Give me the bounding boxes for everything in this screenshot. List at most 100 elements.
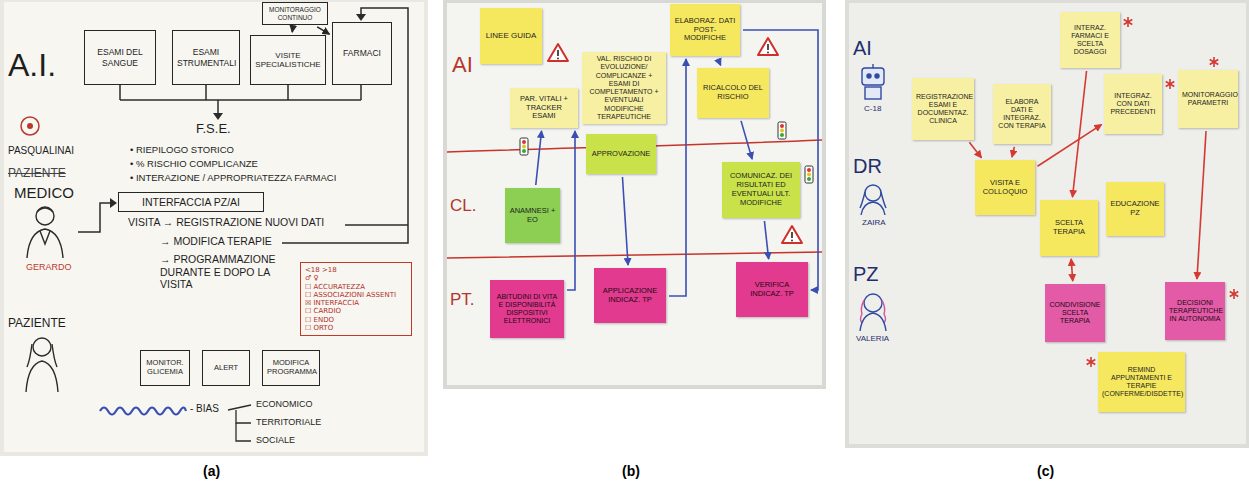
traffic-light-green: [807, 177, 811, 181]
node-text: LINEE GUIDA: [484, 31, 538, 40]
connector: [536, 131, 542, 185]
sticky-note: VISITA E COLLOQUIO: [975, 160, 1035, 215]
node-text: ESAMI STRUMENTALI: [177, 47, 235, 67]
bracket-line: [360, 85, 362, 100]
patient-icon: [26, 338, 58, 392]
lane-label: DR: [853, 154, 882, 178]
arrow-head: [213, 113, 223, 120]
ai-icon: [21, 117, 39, 135]
scribble: [100, 408, 186, 415]
sticky-note: LINEE GUIDA: [480, 8, 542, 64]
node-text: VISITE SPECIALISTICHE: [255, 51, 321, 70]
warning-triangle: [758, 38, 778, 55]
ai-icon-ring: [21, 117, 39, 135]
node-text: ☒ INTERFACCIA: [305, 299, 407, 307]
doctor-head: [36, 207, 54, 225]
node-text: ☐ CARDIO: [305, 307, 407, 315]
connector: [291, 28, 293, 32]
connector: [622, 177, 628, 265]
traffic-light-yellow: [807, 173, 811, 177]
sticky-note: RICALCOLO DEL RISCHIO: [697, 68, 769, 118]
node-text: INTERAZ. FARMACI E SCELTA DOSAGGI: [1064, 24, 1116, 57]
node-text: MONITORAGGIO PARAMETRI: [1182, 91, 1234, 108]
sticky-note: APPLICAZIONE INDICAZ. TP: [594, 268, 666, 323]
node-text: ☐ ACCURATEZZA: [305, 283, 407, 291]
robot-eye: [867, 74, 871, 78]
warning-icon: [758, 38, 778, 55]
actor-label: PAZIENTE: [8, 316, 66, 330]
bias-item: SOCIALE: [256, 435, 295, 446]
doctor-icon: [860, 185, 886, 215]
sticky-note: PAR. VITALI + TRACKER ESAMI: [510, 88, 578, 128]
bullet-item: • RIEPILOGO STORICO: [130, 144, 234, 155]
node-text: ELABORAZ. DATI POST-MODIFICHE: [674, 17, 736, 44]
traffic-light-green: [522, 149, 526, 153]
panel-caption: (c): [1037, 463, 1054, 480]
bracket-lines: [78, 8, 408, 243]
actor-name: PASQUALINAI: [8, 145, 74, 157]
warning-triangle: [548, 44, 568, 61]
sticky-note: CONDIVISIONE SCELTA TERAPIA: [1045, 284, 1105, 342]
node-text: VISITA E COLLOQUIO: [979, 179, 1031, 197]
lane-label: AI: [853, 36, 872, 60]
actor-name: C-18: [864, 104, 881, 114]
warning-mark: [557, 50, 559, 56]
flow-note: VISITA → REGISTRAZIONE NUOVI DATI: [128, 216, 324, 229]
warning-icon: [548, 44, 568, 61]
traffic-light: [778, 122, 786, 139]
traffic-light-body: [778, 122, 786, 139]
warning-triangle: [782, 226, 802, 243]
traffic-light: [520, 138, 528, 155]
bracket-line: [205, 85, 207, 100]
node-text: PAR. VITALI + TRACKER ESAMI: [514, 95, 574, 122]
node-text: <18 >18: [305, 266, 407, 274]
traffic-light-body: [520, 138, 528, 155]
connector: [1197, 131, 1206, 279]
paper-frame: [0, 0, 428, 456]
doctor-head: [865, 185, 881, 201]
connector: [969, 142, 981, 157]
struck-label: PAZIENTE: [8, 166, 66, 180]
panel-caption: (a): [203, 463, 220, 480]
node-text: APPLICAZIONE INDICAZ. TP: [598, 287, 662, 305]
doctor-arrow: [78, 203, 111, 232]
traffic-light-red: [807, 168, 811, 172]
lane-label: PZ: [853, 262, 879, 286]
star-mark: [1124, 17, 1133, 27]
sticky-note: INTEGRAZ. CON DATI PRECEDENTI: [1104, 74, 1162, 134]
patient-icon: [860, 294, 886, 331]
bias-item: TERRITORIALE: [256, 417, 321, 428]
node-text: ☐ ORTO: [305, 324, 407, 332]
lane-label: AI: [452, 52, 473, 78]
sticky-note: REGISTRAZIONE ESAMI E DOCUMENTAZ. CLINIC…: [912, 78, 974, 140]
traffic-light-body: [805, 166, 813, 183]
connector: [567, 131, 575, 290]
node-text: VERIFICA INDICAZ. TP: [740, 281, 804, 299]
warning-dot: [791, 240, 793, 242]
whiteboard: [447, 3, 822, 385]
patient-head: [33, 338, 51, 356]
node-text: ESAMI DEL SANGUE: [89, 47, 151, 67]
node-text: CONDIVISIONE SCELTA TERAPIA: [1049, 301, 1101, 326]
node-text: RICALCOLO DEL RISCHIO: [701, 84, 765, 102]
doctor-body: [861, 202, 885, 215]
sticky-note: SCELTA TERAPIA: [1040, 200, 1098, 256]
star-marks: [1087, 17, 1239, 367]
robot-icon: [862, 64, 884, 99]
patient-hair: [27, 344, 57, 367]
process-box: MONITORAGGIO CONTINUO: [262, 2, 328, 25]
node-text: INTERFACCIA PZ/AI: [123, 196, 259, 208]
connector: [764, 221, 768, 259]
warning-icon: [782, 226, 802, 243]
flow-note: → PROGRAMMAZIONE DURANTE E DOPO LA VISIT…: [160, 253, 296, 291]
ai-icon-eye: [27, 123, 33, 129]
sticky-note: VAL. RISCHIO DI EVOLUZIONE/ COMPLICANZE …: [582, 52, 666, 124]
traffic-light: [805, 166, 813, 183]
checklist-box: <18 >18♂ ♀☐ ACCURATEZZA☐ ASSOCIAZIONI AS…: [300, 262, 412, 336]
sticky-note: REMIND APPUNTAMENTI E TERAPIE (CONFERME/…: [1098, 352, 1185, 412]
process-box: ESAMI DEL SANGUE: [84, 30, 156, 85]
record-label: F.S.E.: [196, 121, 231, 137]
robot-eye: [875, 74, 879, 78]
process-box: ESAMI STRUMENTALI: [172, 30, 240, 85]
